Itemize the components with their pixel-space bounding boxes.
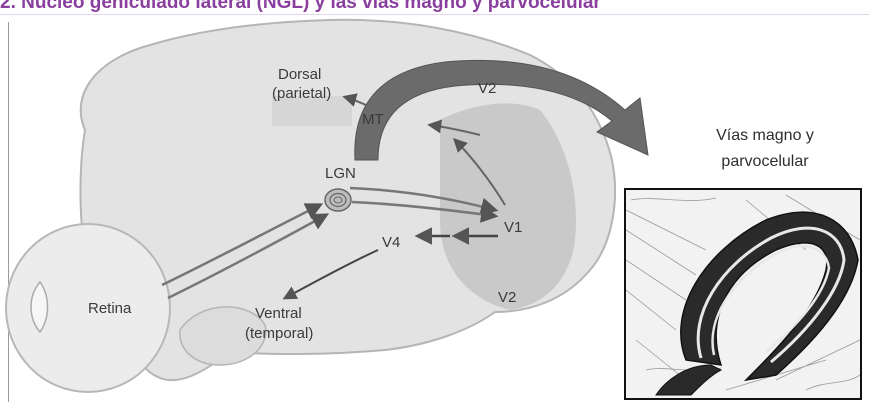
lgn-nucleus (325, 189, 351, 211)
label-v2-top: V2 (478, 80, 496, 97)
visual-cortex-region (440, 103, 576, 310)
label-retina: Retina (88, 300, 132, 317)
label-v4: V4 (382, 234, 400, 251)
label-ventral: Ventral (255, 305, 302, 322)
label-lgn: LGN (325, 165, 356, 182)
label-dorsal-parietal: (parietal) (272, 85, 331, 102)
label-v1: V1 (504, 219, 522, 236)
label-v2-bottom: V2 (498, 289, 516, 306)
label-mt: MT (362, 111, 384, 128)
caption-line-1: Vías magno y (660, 124, 869, 148)
lgn-histology-image (624, 188, 862, 400)
label-dorsal: Dorsal (278, 66, 321, 83)
lgn-layers-illustration (626, 190, 860, 398)
caption-line-2: parvocelular (660, 150, 869, 174)
label-ventral-temporal: (temporal) (245, 325, 313, 342)
